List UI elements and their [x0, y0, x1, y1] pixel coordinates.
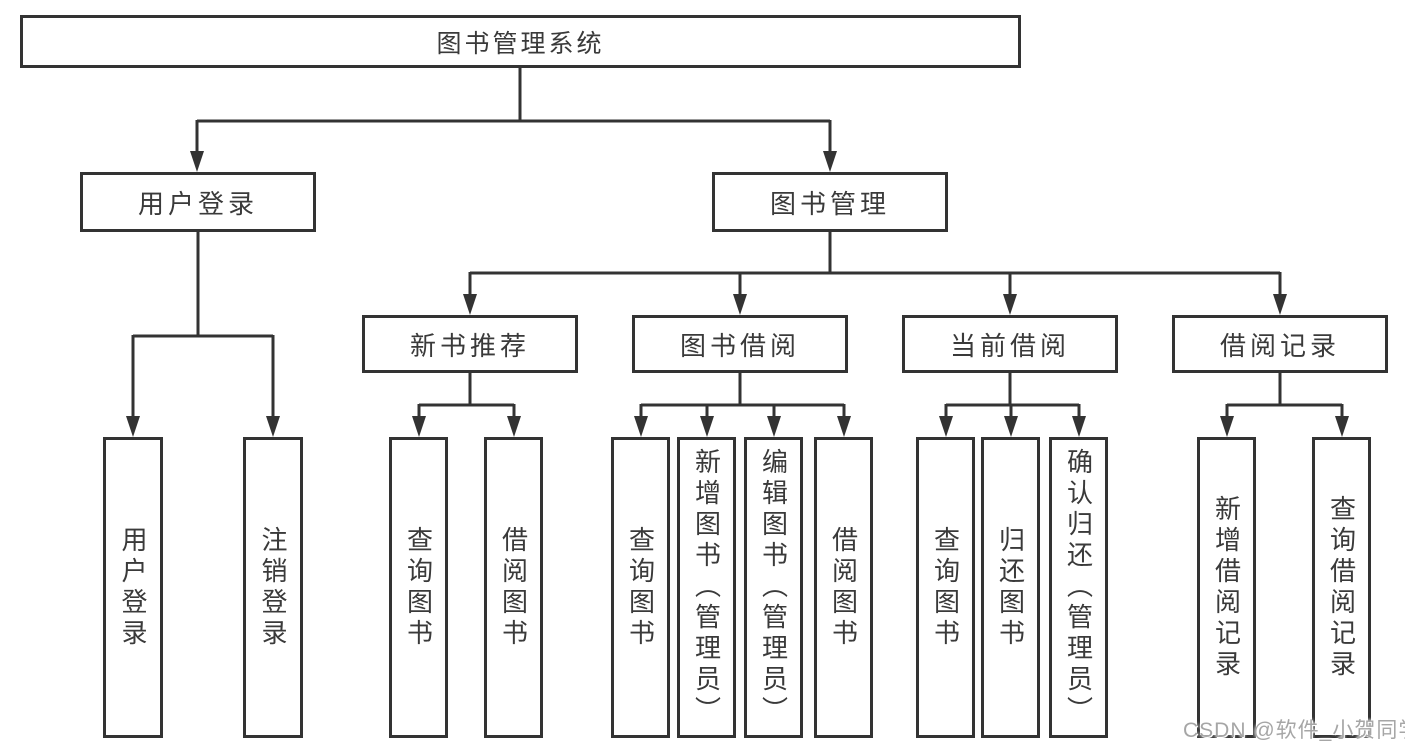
watermark: CSDN @软件_小贺同学	[1183, 719, 1405, 742]
leaf-return-books-label: 归还图书	[995, 525, 1026, 650]
node-library-system-label: 图书管理系统	[436, 29, 605, 58]
leaf-recommend-query-books: 查询图书	[389, 437, 448, 738]
leaf-return-books: 归还图书	[981, 437, 1040, 738]
leaf-add-borrow-record-label: 新增借阅记录	[1211, 494, 1242, 681]
leaf-borrow-query-books-label: 查询图书	[625, 525, 656, 650]
leaf-logout: 注销登录	[243, 437, 303, 738]
node-new-book-recommend: 新书推荐	[362, 315, 578, 373]
leaf-current-query-books: 查询图书	[916, 437, 975, 738]
node-book-management: 图书管理	[712, 172, 948, 232]
node-current-borrow: 当前借阅	[902, 315, 1118, 373]
leaf-borrow-books: 借阅图书	[814, 437, 873, 738]
node-new-book-recommend-label: 新书推荐	[409, 330, 530, 361]
leaf-recommend-borrow-books: 借阅图书	[484, 437, 543, 738]
arrowheads	[126, 151, 1349, 437]
node-user-login: 用户登录	[80, 172, 316, 232]
leaf-query-borrow-record: 查询借阅记录	[1312, 437, 1371, 738]
node-user-login-label: 用户登录	[137, 188, 258, 219]
node-current-borrow-label: 当前借阅	[949, 330, 1070, 361]
leaf-user-login: 用户登录	[103, 437, 163, 738]
node-borrow-records-label: 借阅记录	[1219, 330, 1340, 361]
leaf-edit-books-admin-label: 编辑图书（管理员）	[758, 448, 789, 727]
leaf-current-query-books-label: 查询图书	[930, 525, 961, 650]
leaf-recommend-borrow-books-label: 借阅图书	[498, 525, 529, 650]
leaf-add-books-admin: 新增图书（管理员）	[677, 437, 736, 738]
node-borrow-records: 借阅记录	[1172, 315, 1388, 373]
leaf-add-books-admin-label: 新增图书（管理员）	[691, 448, 722, 727]
leaf-add-borrow-record: 新增借阅记录	[1197, 437, 1256, 738]
node-book-management-label: 图书管理	[769, 188, 890, 219]
node-book-borrow-label: 图书借阅	[679, 330, 800, 361]
leaf-borrow-query-books: 查询图书	[611, 437, 670, 738]
leaf-user-login-label: 用户登录	[118, 525, 148, 650]
leaf-recommend-query-books-label: 查询图书	[403, 525, 434, 650]
leaf-confirm-return-admin: 确认归还（管理员）	[1049, 437, 1108, 738]
leaf-borrow-books-label: 借阅图书	[828, 525, 859, 650]
leaf-edit-books-admin: 编辑图书（管理员）	[744, 437, 803, 738]
leaf-logout-label: 注销登录	[258, 525, 288, 650]
node-book-borrow: 图书借阅	[632, 315, 848, 373]
leaf-query-borrow-record-label: 查询借阅记录	[1326, 494, 1357, 681]
node-library-system: 图书管理系统	[20, 15, 1021, 68]
leaf-confirm-return-admin-label: 确认归还（管理员）	[1063, 448, 1094, 727]
